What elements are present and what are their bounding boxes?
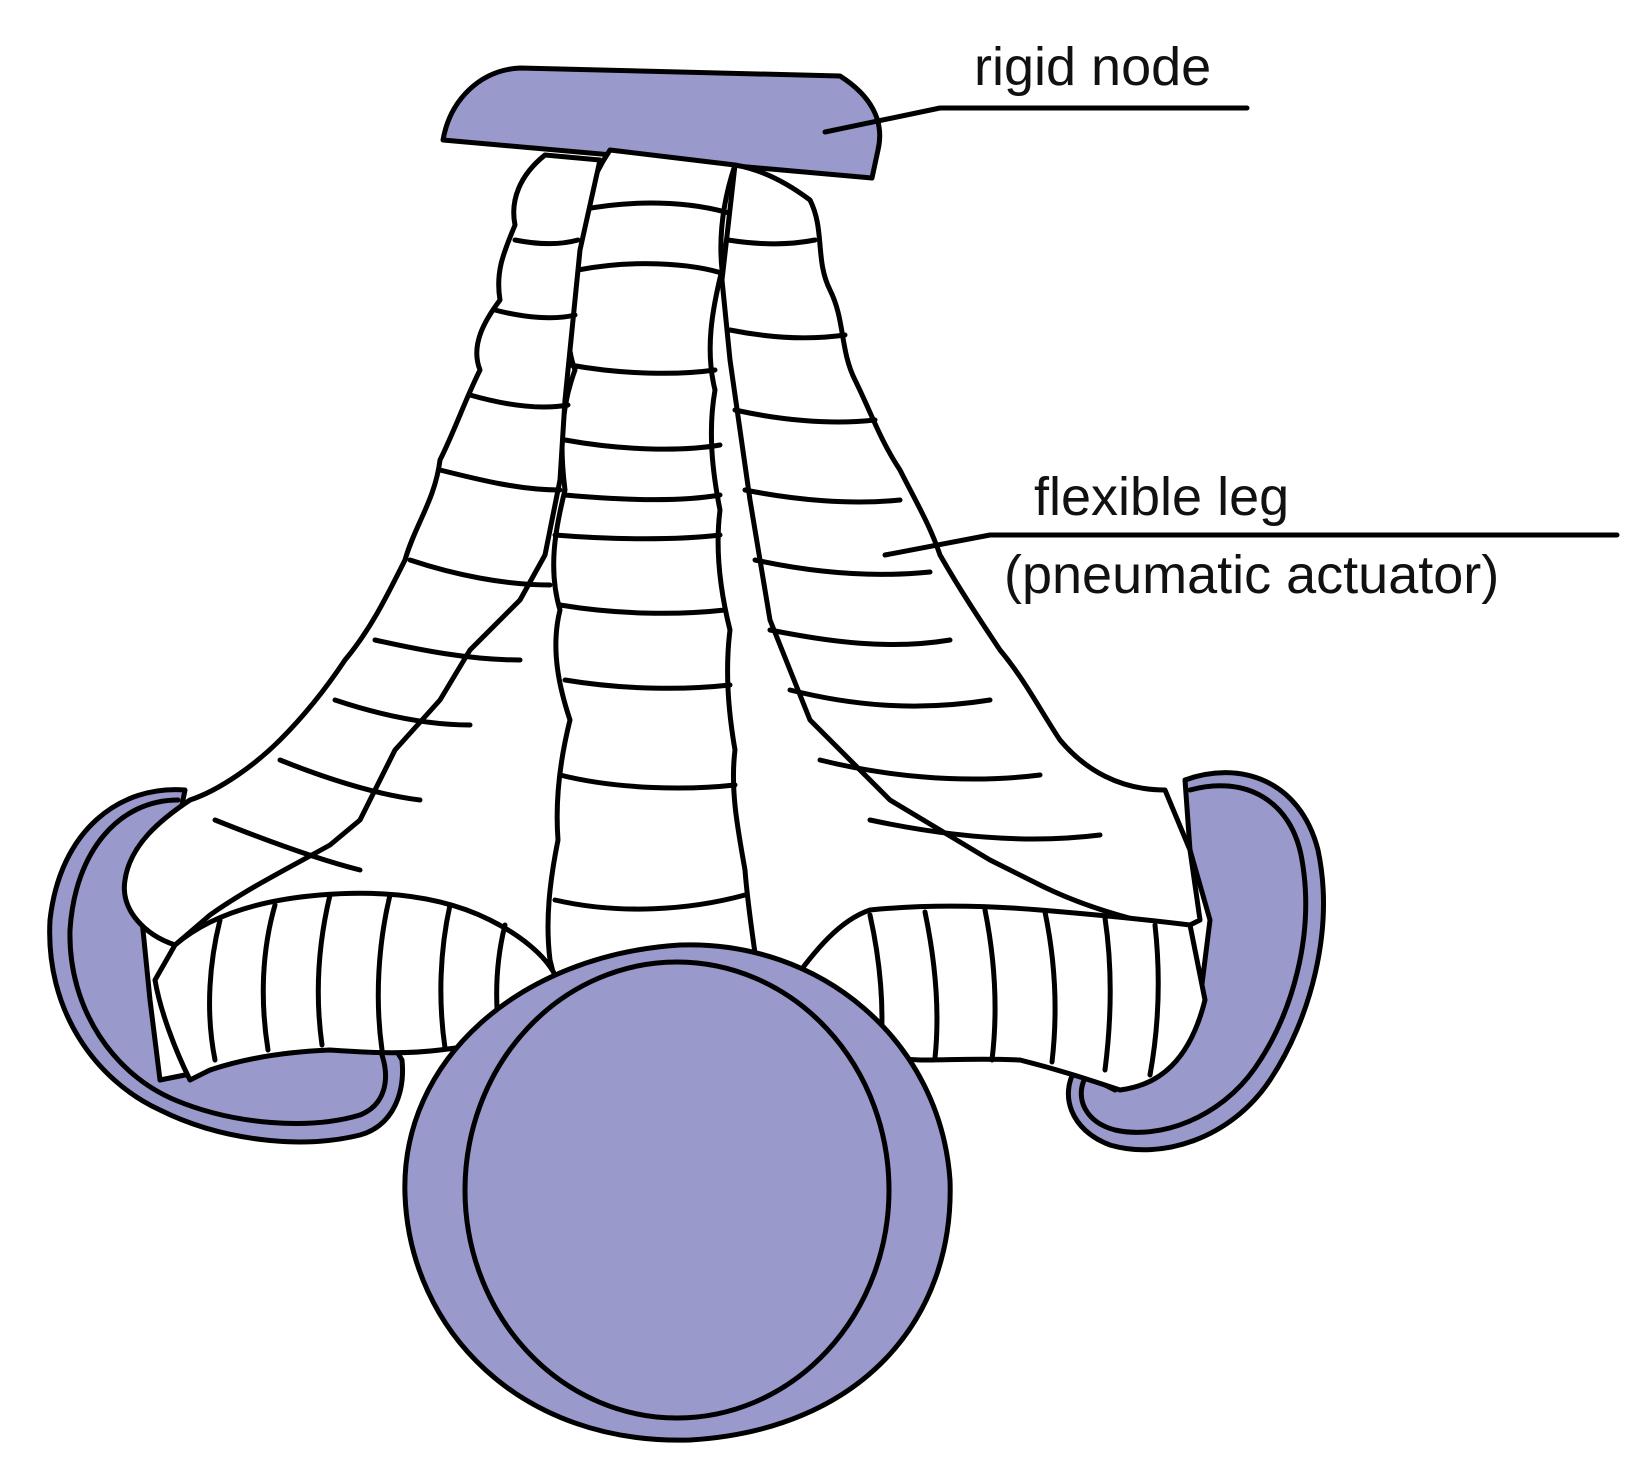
left-bottom-leg-segments (207, 892, 508, 1063)
right-rigid-pad (1065, 770, 1326, 1153)
bottom-rigid-node (402, 942, 953, 1443)
right-back-leg-segments (725, 237, 1103, 842)
right-rigid-pad-inner (1078, 783, 1309, 1135)
top-rigid-node (440, 65, 883, 181)
bottom-rigid-node-inner-ring (462, 959, 892, 1421)
left-rigid-pad-inner (67, 797, 388, 1126)
left-back-flexible-leg (121, 152, 603, 948)
rigid-node-leader-line (822, 105, 1250, 135)
left-back-leg-segments (212, 237, 581, 873)
flexible-leg-leader-line (882, 532, 1620, 558)
rigid-node-label: rigid node (974, 37, 1212, 97)
pneumatic-actuator-label: (pneumatic actuator) (1004, 545, 1500, 605)
right-bottom-leg-segments (867, 907, 1161, 1078)
flexible-leg-label: flexible leg (1034, 467, 1290, 527)
center-leg-segments (552, 200, 748, 912)
